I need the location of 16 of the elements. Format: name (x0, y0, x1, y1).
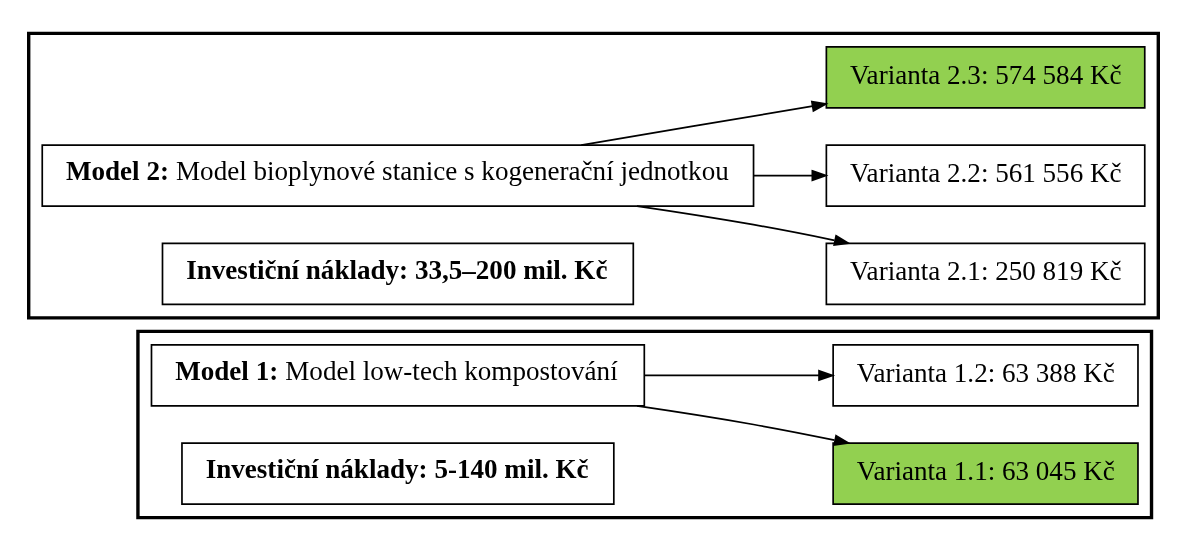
arrow (644, 369, 836, 381)
node-box: Varianta 1.1: 63 045 Kč (832, 441, 1139, 505)
cluster (27, 31, 1160, 320)
node-box: Model 1: Model low-tech kompostování (150, 343, 646, 407)
node-box: Model 2: Model bioplynové stanice s kogenerační jednotkou (41, 143, 755, 207)
arrow (580, 99, 829, 146)
node-box: Investiční náklady: 5-140 mil. Kč (181, 441, 615, 505)
node-box: Varianta 1.2: 63 388 Kč (832, 343, 1139, 407)
arrow (636, 404, 851, 446)
node-box: Varianta 2.3: 574 584 Kč (825, 45, 1146, 109)
cluster (136, 329, 1154, 519)
node-box: Investiční náklady: 33,5–200 mil. Kč (161, 241, 635, 305)
arrow (636, 204, 851, 246)
arrow (752, 169, 829, 181)
node-box: Varianta 2.1: 250 819 Kč (825, 241, 1146, 305)
node-box: Varianta 2.2: 561 556 Kč (825, 143, 1146, 207)
